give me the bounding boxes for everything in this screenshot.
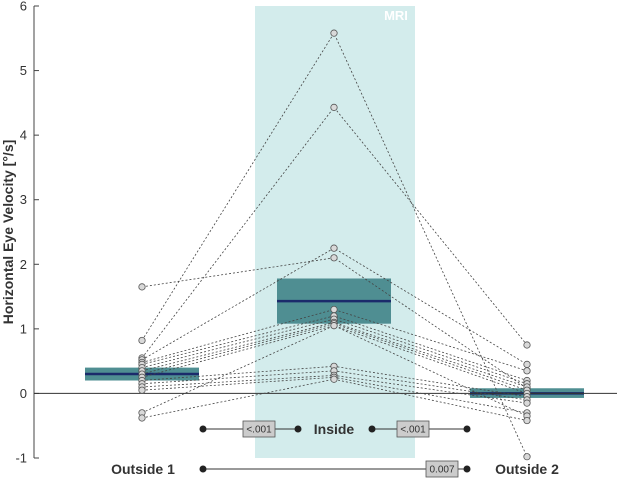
- mri-region-label: MRI: [384, 8, 408, 23]
- p-value-1: <.001: [400, 425, 426, 436]
- comparison-dot-start-0: [199, 425, 207, 433]
- y-tick-label: 3: [20, 192, 27, 207]
- p-value-0: <.001: [246, 425, 272, 436]
- data-point: [523, 453, 531, 461]
- data-point: [138, 386, 146, 394]
- subject-line-2: [141, 106, 528, 359]
- y-tick-label: 0: [20, 386, 27, 401]
- data-point: [523, 399, 531, 407]
- data-point: [138, 414, 146, 422]
- category-label-0: Outside 1: [111, 461, 175, 477]
- p-value-2: 0.007: [429, 465, 454, 476]
- y-tick-label: 1: [20, 321, 27, 336]
- data-point: [330, 322, 338, 330]
- subject-line-15: [141, 378, 528, 421]
- data-point: [330, 103, 338, 111]
- comparison-dot-end-1: [463, 425, 471, 433]
- data-point: [330, 29, 338, 37]
- subject-line-14: [141, 325, 528, 417]
- data-point: [330, 254, 338, 262]
- y-tick-label: 2: [20, 257, 27, 272]
- data-point: [138, 283, 146, 291]
- data-point: [330, 305, 338, 314]
- subject-line-7: [141, 321, 528, 388]
- y-tick-label: 4: [20, 128, 27, 143]
- comparison-dot-start-1: [368, 425, 376, 433]
- data-point: [138, 336, 146, 345]
- data-point: [330, 375, 338, 383]
- category-label-1: Inside: [314, 421, 355, 437]
- category-label-2: Outside 2: [495, 461, 559, 477]
- y-tick-label: -1: [15, 451, 27, 466]
- subject-line-3: [141, 247, 528, 365]
- p-value-box-0: [242, 420, 276, 438]
- y-axis-label: Horizontal Eye Velocity [°/s]: [0, 140, 16, 325]
- y-tick-label: 6: [20, 0, 27, 14]
- data-point: [523, 367, 531, 375]
- comparison-dot-end-0: [294, 425, 302, 433]
- p-value-box-2: [425, 460, 459, 478]
- data-point: [330, 244, 338, 252]
- y-tick-label: 5: [20, 63, 27, 78]
- subject-line-5: [141, 315, 528, 381]
- data-point: [523, 416, 531, 425]
- data-point: [523, 360, 531, 368]
- subject-line-0: [141, 257, 528, 389]
- subject-line-6: [141, 318, 528, 385]
- mri-region: [255, 6, 415, 458]
- p-value-box-1: [396, 420, 430, 438]
- comparison-dot-start-2: [199, 465, 207, 473]
- data-point: [523, 341, 531, 349]
- comparison-dot-end-2: [463, 465, 471, 473]
- subject-line-1: [141, 32, 528, 457]
